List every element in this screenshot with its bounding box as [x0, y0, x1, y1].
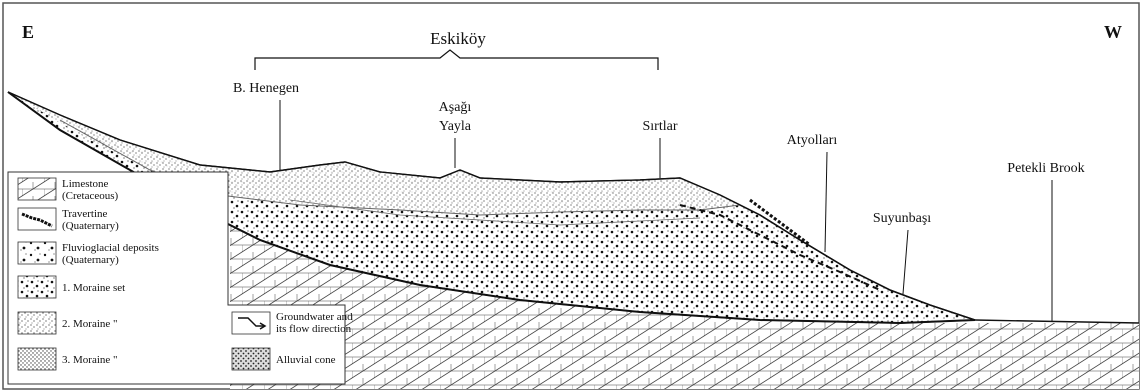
eskikoy-label: Eskiköy: [430, 29, 486, 48]
legend-groundwater-line1: Groundwater and: [276, 311, 353, 323]
atyollari-leader: [825, 152, 827, 252]
legend-fluvio-line2: (Quaternary): [62, 254, 119, 266]
east-label: E: [22, 22, 34, 42]
sirtlar-label: Sırtlar: [643, 119, 678, 134]
legend-fluvio-line1: Fluvioglacial deposits: [62, 242, 159, 254]
asagi-label-2: Yayla: [439, 119, 472, 134]
legend-limestone-swatch: [18, 178, 56, 200]
legend-groundwater-swatch: [232, 312, 270, 334]
legend-alluvial-label: Alluvial cone: [276, 354, 336, 366]
atyollari-label: Atyolları: [787, 133, 838, 148]
west-label: W: [1104, 22, 1122, 42]
legend-limestone-line2: (Cretaceous): [62, 190, 119, 202]
legend-fluvio-swatch: [18, 242, 56, 264]
asagi-label-1: Aşağı: [439, 100, 472, 115]
legend-limestone-line1: Limestone: [62, 178, 109, 190]
legend-moraine1-label: 1. Moraine set: [62, 282, 125, 294]
suyunbasi-leader: [903, 230, 908, 294]
legend-moraine1-swatch: [18, 276, 56, 298]
petekli-label: Petekli Brook: [1007, 161, 1084, 176]
legend-travertine-swatch: [18, 208, 56, 230]
legend-travertine-line1: Travertine: [62, 208, 108, 220]
suyunbasi-label: Suyunbaşı: [873, 211, 931, 226]
legend-moraine2-swatch: [18, 312, 56, 334]
legend-travertine-line2: (Quaternary): [62, 220, 119, 232]
henegen-label: B. Henegen: [233, 81, 299, 96]
eskikoy-bracket: [255, 50, 658, 70]
legend-groundwater-line2: its flow direction: [276, 323, 352, 335]
legend-moraine2-label: 2. Moraine ": [62, 318, 118, 330]
legend-moraine3-label: 3. Moraine ": [62, 354, 118, 366]
legend-alluvial-swatch: [232, 348, 270, 370]
legend-moraine3-swatch: [18, 348, 56, 370]
